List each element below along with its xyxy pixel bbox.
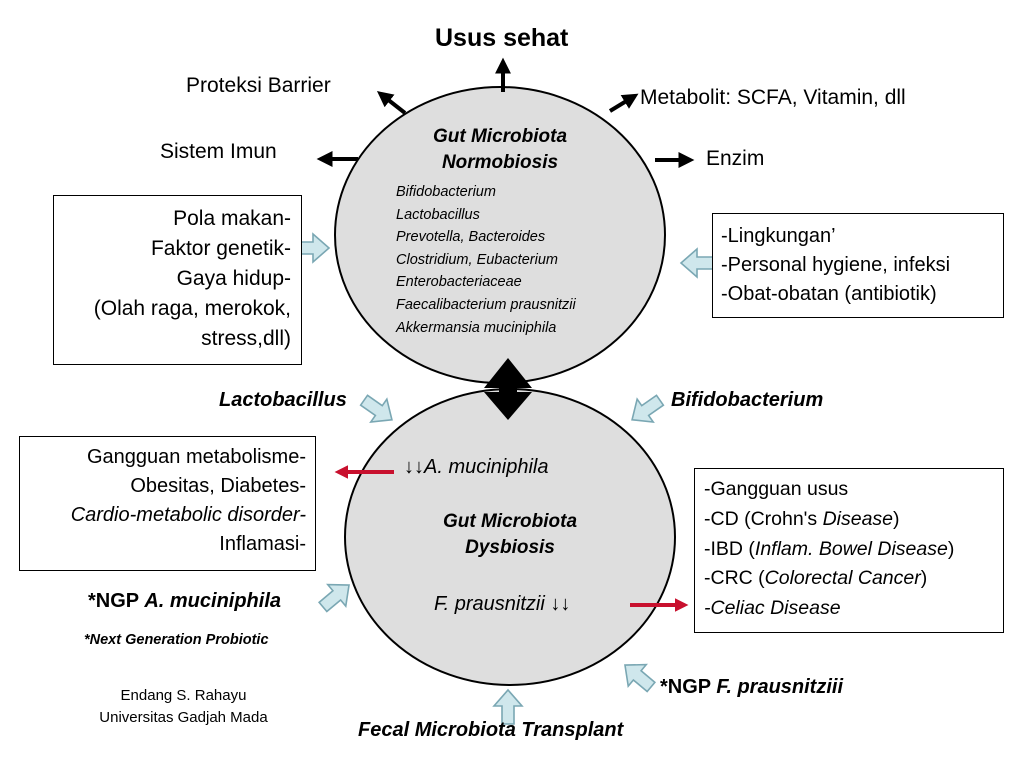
metabolic-disorders-box: Gangguan metabolisme- Obesitas, Diabetes… <box>19 436 316 571</box>
fecal-microbiota-transplant-label: Fecal Microbiota Transplant <box>358 719 624 741</box>
author-institution: Universitas Gadjah Mada <box>99 708 268 726</box>
input-arrow-lactobacillus <box>355 387 401 433</box>
intestinal-disorders-box: -Gangguan usus -CD (Crohn's Disease) -IB… <box>694 468 1004 633</box>
intestinal-text: Disease <box>822 507 894 530</box>
env-factors-box: -Lingkungan’ -Personal hygiene, infeksi … <box>712 213 1004 318</box>
host-factor-line: Pola makan- <box>173 207 291 230</box>
akkermansia-label: A. muciniphila <box>424 456 549 478</box>
diagram-title: Usus sehat <box>435 24 569 52</box>
intestinal-text: Colorectal Cancer <box>764 567 921 590</box>
host-factor-line: Faktor genetik- <box>150 237 291 261</box>
ngp-fprausnitzii-label: *NGP F. prausnitziii <box>660 676 843 699</box>
env-factor-line: -Personal hygiene, infeksi <box>721 254 951 276</box>
species-item: Faecalibacterium prausnitzii <box>396 297 576 314</box>
input-arrow-env-factors <box>680 248 716 278</box>
host-factor-line: Gaya hidup- <box>176 267 291 291</box>
outcome-sistem-imun: Sistem Imun <box>160 140 277 163</box>
env-factor-line: -Lingkungan’ <box>721 225 836 247</box>
env-factor-line: -Obat-obatan (antibiotik) <box>721 283 937 305</box>
author-name: Endang S. Rahayu <box>120 687 247 704</box>
fprausnitzii-decrease: F. prausnitzii ↓↓ <box>434 593 570 616</box>
outcome-proteksi-barrier: Proteksi Barrier <box>186 74 331 97</box>
normobiosis-title-line1: Gut Microbiota <box>432 126 568 147</box>
arrow-metabolit <box>608 93 639 113</box>
intestinal-line: -CD (Crohn's Disease) <box>704 505 1003 535</box>
ngp-prefix: *NGP <box>660 676 717 698</box>
species-item: Clostridium, Eubacterium <box>396 251 558 268</box>
metabolic-line: Gangguan metabolisme- <box>86 446 306 468</box>
down-arrows-icon: ↓↓ <box>404 456 424 478</box>
intestinal-line: -IBD (Inflam. Bowel Disease) <box>704 535 1003 565</box>
intestinal-text: ) <box>893 507 900 530</box>
species-item: Lactobacillus <box>396 206 480 223</box>
metabolic-line: Obesitas, Diabetes- <box>130 475 306 497</box>
outcome-enzim: Enzim <box>706 147 765 170</box>
species-item: Bifidobacterium <box>396 184 496 200</box>
fprausnitzii-label: F. prausnitzii <box>434 593 545 615</box>
intestinal-line: -CRC (Colorectal Cancer) <box>704 564 1003 594</box>
ngp-fprausnitzii-name: F. prausnitziii <box>716 676 844 698</box>
ngp-akkermansia-name: A. muciniphila <box>144 590 282 612</box>
intestinal-line: -Celiac Disease <box>704 597 841 620</box>
akkermansia-decrease: ↓↓A. muciniphila <box>404 456 549 479</box>
host-factor-line: (Olah raga, merokok, <box>93 297 291 321</box>
dysbiosis-title: Gut Microbiota Dysbiosis <box>410 509 610 560</box>
normobiosis-species-list: Bifidobacterium Lactobacillus Prevotella… <box>396 181 576 339</box>
host-factor-line: stress,dll) <box>201 327 291 351</box>
intestinal-line: -Gangguan usus <box>704 478 849 500</box>
probiotic-bifidobacterium: Bifidobacterium <box>671 389 824 411</box>
ngp-footnote: *Next Generation Probiotic <box>84 632 269 648</box>
species-item: Akkermansia muciniphila <box>396 319 557 336</box>
metabolic-line: Cardio-metabolic disorder- <box>70 504 306 526</box>
metabolic-line: Inflamasi- <box>219 533 306 555</box>
bidirectional-arrow <box>484 358 532 420</box>
intestinal-text: Inflam. Bowel Disease <box>754 537 948 560</box>
intestinal-text: -IBD ( <box>704 537 755 560</box>
dysbiosis-title-line1: Gut Microbiota <box>442 511 578 532</box>
species-item: Prevotella, Bacteroides <box>396 229 546 246</box>
down-arrows-icon: ↓↓ <box>550 593 571 615</box>
dysbiosis-title-line2: Dysbiosis <box>465 536 555 558</box>
intestinal-text: -CD (Crohn's <box>704 507 823 530</box>
ngp-akkermansia-label: *NGP A. muciniphila <box>88 590 281 613</box>
normobiosis-title: Gut Microbiota Normobiosis <box>400 124 600 175</box>
outcome-metabolit: Metabolit: SCFA, Vitamin, dll <box>640 86 906 109</box>
intestinal-text: -CRC ( <box>704 567 765 590</box>
author-credit: Endang S. Rahayu Universitas Gadjah Mada <box>78 685 289 729</box>
input-arrow-ngp-fp <box>615 653 661 699</box>
probiotic-lactobacillus: Lactobacillus <box>219 389 347 411</box>
ngp-prefix: *NGP <box>88 590 145 612</box>
host-factors-box: Pola makan- Faktor genetik- Gaya hidup- … <box>53 195 302 365</box>
arrow-proteksi-barrier <box>376 91 407 115</box>
input-arrow-bifidobacterium <box>623 387 669 433</box>
intestinal-text: ) <box>947 537 955 560</box>
normobiosis-title-line2: Normobiosis <box>441 151 559 173</box>
species-item: Enterobacteriaceae <box>396 274 522 291</box>
intestinal-text: ) <box>920 567 928 590</box>
